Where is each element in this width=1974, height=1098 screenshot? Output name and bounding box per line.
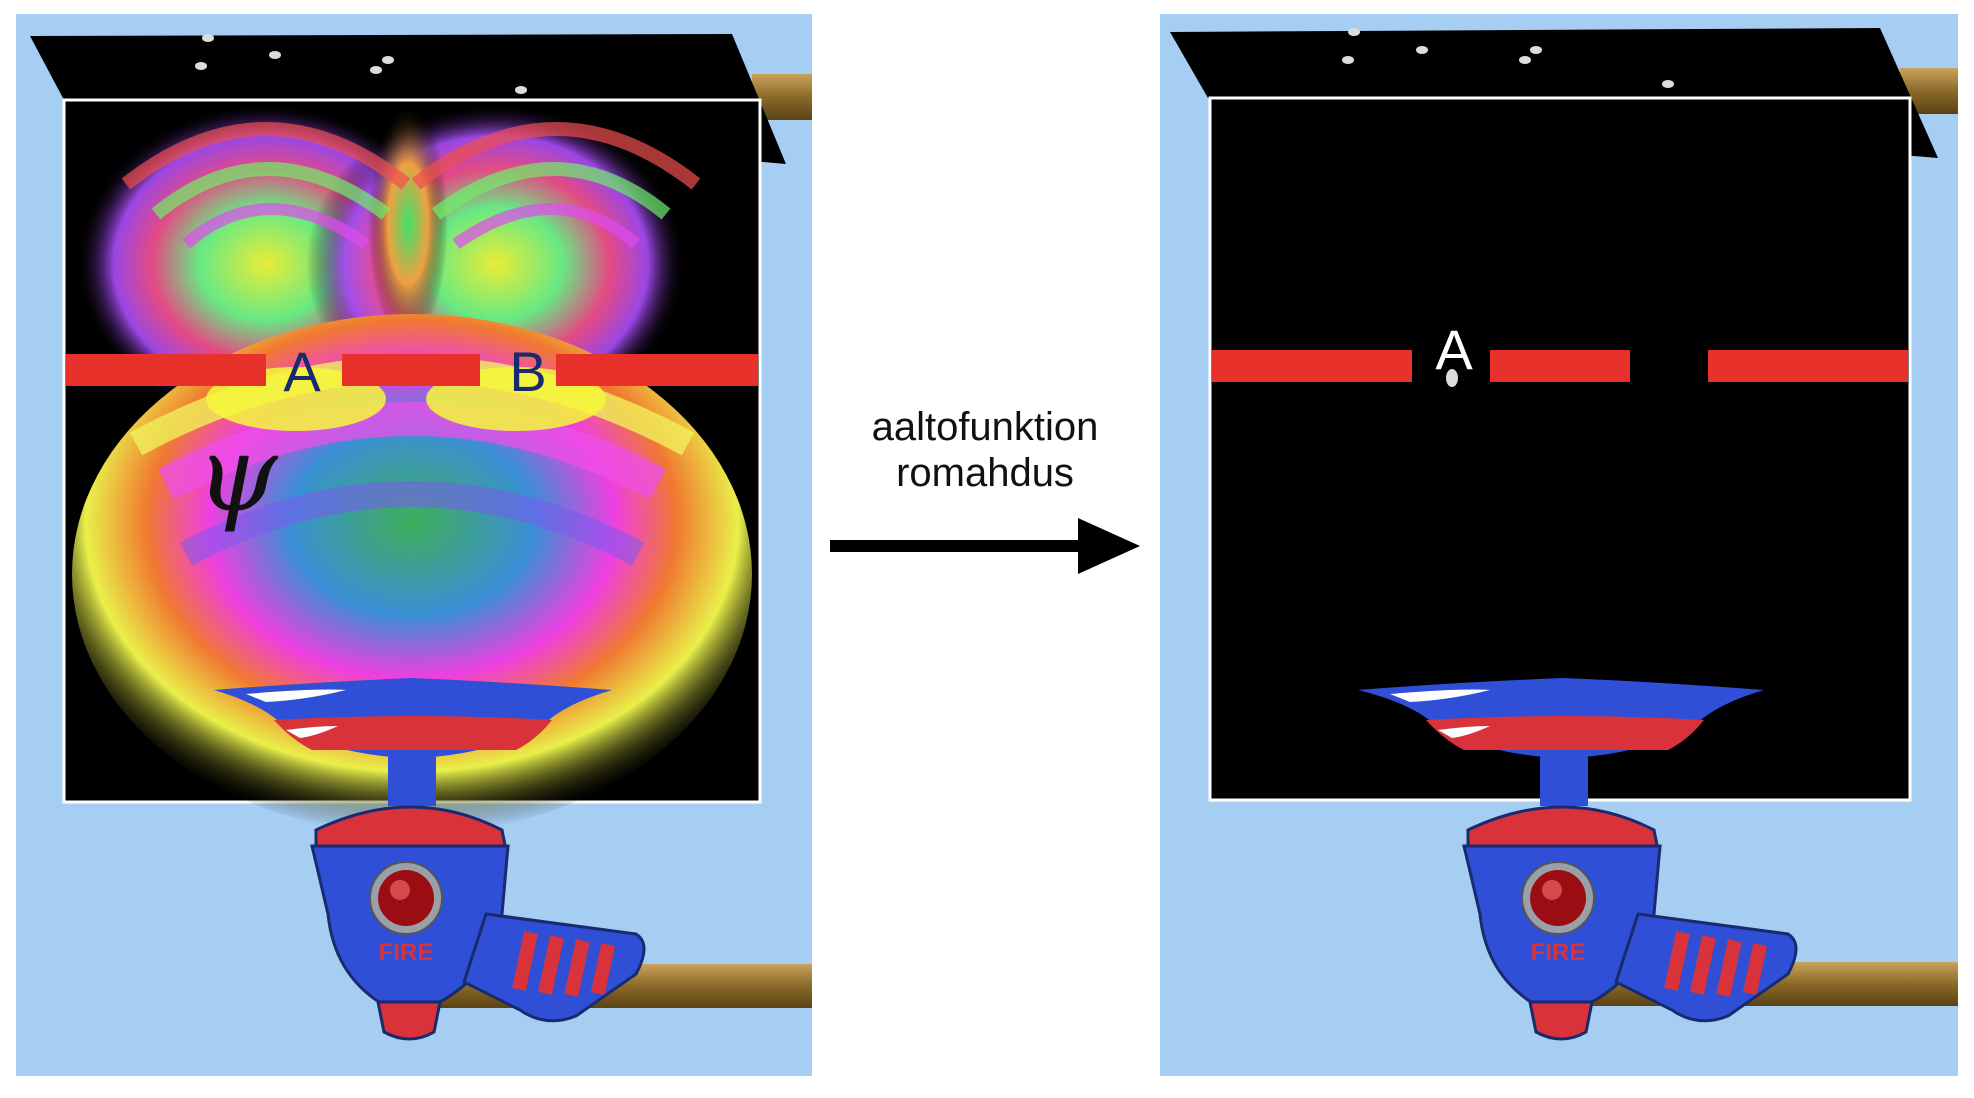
wavefunction-symbol: ψ: [196, 413, 278, 535]
caption-line-2: romahdus: [896, 451, 1074, 495]
electron-funnel: [214, 678, 612, 806]
fire-label: FIRE: [379, 939, 434, 966]
left-scene-graphic: FIRE: [30, 34, 812, 1041]
electron-particle: [1446, 369, 1458, 387]
fire-button[interactable]: [369, 861, 443, 935]
arrow-caption: aaltofunktion romahdus: [830, 404, 1140, 496]
arrow-right-icon: [830, 518, 1140, 574]
electron-funnel: [1358, 678, 1764, 806]
fire-button[interactable]: [1521, 861, 1595, 935]
slit-a-label: A: [283, 340, 321, 403]
double-slit-barrier: [66, 354, 758, 386]
detector-hits: [1342, 28, 1674, 88]
fire-label: FIRE: [1531, 939, 1586, 966]
double-slit-barrier: [1212, 350, 1908, 382]
slit-b-label: B: [509, 340, 547, 403]
left-panel: FIRE A B ψ: [16, 14, 812, 1076]
right-panel: FIRE A: [1160, 14, 1958, 1076]
slit-a-label: A: [1435, 318, 1473, 381]
right-scene-graphic: FIRE: [1170, 28, 1958, 1041]
caption-line-1: aaltofunktion: [871, 405, 1099, 449]
detector-hits: [195, 34, 527, 94]
